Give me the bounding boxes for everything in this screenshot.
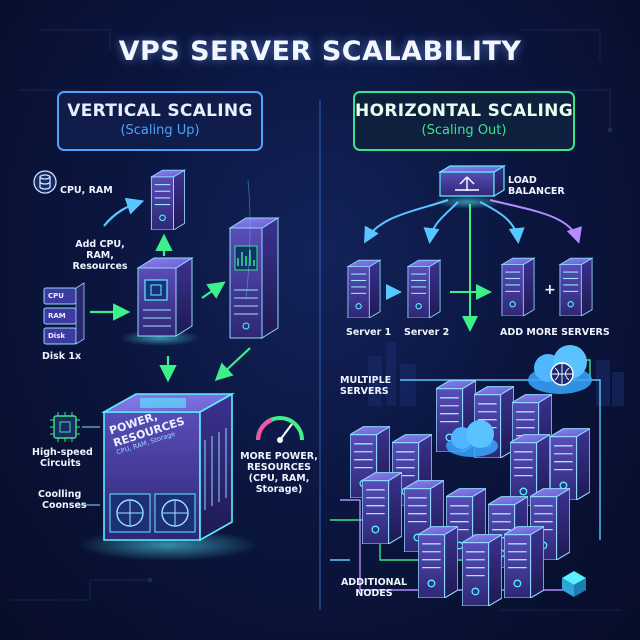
vertical-arrows: [82, 179, 251, 506]
small-server-top: [150, 169, 186, 230]
label-server-1: Server 1: [346, 327, 392, 338]
label-server-2: Server 2: [404, 327, 450, 338]
horizontal-subheading: (Scaling Out): [421, 123, 507, 138]
cloud-icon-large: [528, 345, 592, 394]
circuit-background: [10, 29, 620, 611]
horizontal-heading: HORIZONTAL SCALING: [355, 101, 573, 121]
database-icon: [33, 170, 57, 194]
gauge-icon: [256, 416, 304, 443]
chip-icon: [50, 412, 80, 442]
label-add-cpu-ram: Add CPU, RAM, Resources: [72, 239, 128, 272]
server-cluster: [350, 379, 590, 606]
tall-server: [228, 217, 280, 339]
cluster-server-15: [504, 525, 544, 598]
cluster-server-8: [362, 471, 402, 544]
vertical-heading: VERTICAL SCALING: [67, 101, 253, 121]
distribution-arrows: [364, 199, 582, 332]
label-additional-nodes: ADDITIONAL NODES: [340, 577, 408, 599]
label-multiple-servers: MULTIPLE SERVERS: [340, 375, 392, 397]
label-add-more-servers: ADD MORE SERVERS: [500, 327, 610, 338]
vertical-subheading: (Scaling Up): [120, 123, 200, 138]
big-server: [78, 392, 258, 561]
city-skyline: [368, 342, 624, 406]
label-more-power: MORE POWER, RESOURCES (CPU, RAM, Storage…: [240, 451, 318, 495]
plus-sign: +: [544, 282, 556, 298]
stack-disk: Disk: [48, 332, 66, 340]
horizontal-heading-box: [353, 91, 575, 151]
label-disk: Disk 1x: [42, 351, 82, 362]
additional-node-cube: [562, 571, 586, 597]
stack-cpu: CPU: [48, 292, 64, 300]
cluster-server-13: [418, 525, 458, 598]
page-title: VPS SERVER SCALABILITY: [118, 36, 522, 67]
load-balancer: [434, 164, 507, 209]
cloud-icon-small: [446, 420, 498, 457]
stack-ram: RAM: [48, 312, 66, 320]
label-high-speed: High-speed Circuits: [32, 447, 93, 469]
cluster-server-14: [462, 533, 502, 606]
label-cooling: Coolling Coonses: [38, 489, 87, 511]
component-stack: [43, 282, 85, 345]
vertical-heading-box: [57, 91, 263, 151]
medium-server: [120, 257, 200, 346]
label-cpu-ram: CPU, RAM: [60, 185, 113, 196]
label-load-balancer: LOAD BALANCER: [508, 175, 565, 197]
